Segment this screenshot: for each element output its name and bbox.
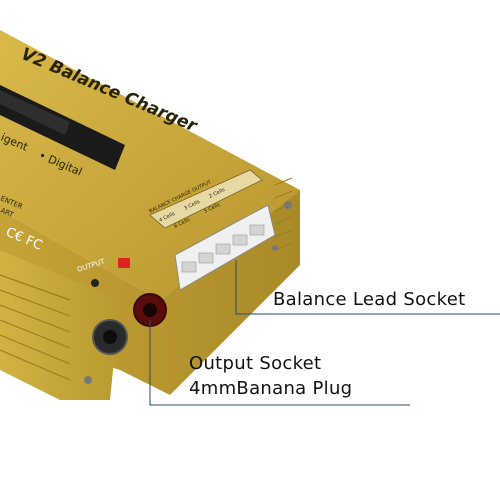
output-minus-marker — [91, 279, 99, 287]
output-plus-marker — [118, 258, 130, 268]
screw-1 — [84, 376, 92, 384]
banana-plug-label: 4mmBanana Plug — [189, 378, 353, 399]
balance-socket-pins — [181, 224, 265, 273]
screw-3 — [272, 245, 278, 251]
balance-leader-line — [235, 260, 500, 315]
screw-2 — [284, 201, 292, 209]
cooling-fins — [0, 177, 293, 381]
output-socket-label: Output Socket — [189, 353, 322, 374]
output-leader-line — [149, 320, 410, 406]
lcd-glare — [0, 90, 70, 135]
balance-lead-socket-label: Balance Lead Socket — [273, 289, 466, 310]
balance-panel — [149, 169, 263, 229]
